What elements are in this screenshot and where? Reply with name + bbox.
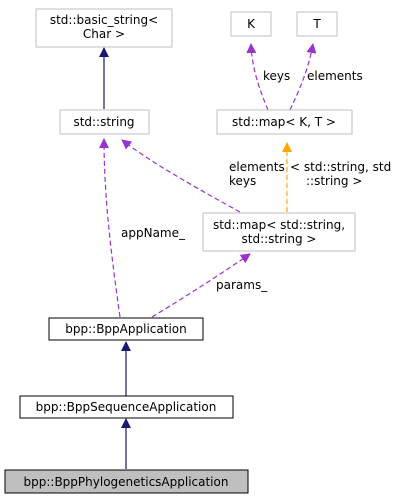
edge-label-elements-keys-2: keys [229,174,256,188]
edge-label-params: params_ [216,278,268,292]
node-bpp-sequence-application-label: bpp::BppSequenceApplication [36,400,217,414]
node-bpp-phylogenetics-application[interactable]: bpp::BppPhylogeneticsApplication [4,469,249,494]
edge-map-ss-uses-string [121,139,241,213]
node-map-string-string[interactable]: std::map< std::string, std::string > [202,212,356,252]
node-map-string-string-line2: std::string > [242,232,317,246]
node-basic-string-line2: Char > [83,27,125,41]
node-basic-string-line1: std::basic_string< [50,13,158,27]
node-bpp-phylogenetics-application-label: bpp::BppPhylogeneticsApplication [24,475,229,489]
node-map-string-string-line1: std::map< std::string, [213,218,345,232]
node-k[interactable]: K [230,11,272,37]
node-std-string[interactable]: std::string [59,109,150,135]
node-bpp-application[interactable]: bpp::BppApplication [48,317,204,341]
edge-bpp-app-uses-map-ss [151,253,251,318]
node-map-kt[interactable]: std::map< K, T > [216,109,353,135]
node-map-kt-label: std::map< K, T > [232,115,336,129]
edge-label-elements: elements [307,69,363,83]
node-std-string-label: std::string [73,115,134,129]
node-t[interactable]: T [296,11,338,37]
edge-label-keys: keys [263,69,290,83]
edge-label-app-name: appName_ [121,226,186,240]
edge-label-template-args-1: < std::string, std [290,160,391,174]
edge-bpp-app-uses-string [99,138,121,318]
edge-label-template-args-2: ::string > [306,174,362,188]
node-bpp-sequence-application[interactable]: bpp::BppSequenceApplication [19,395,234,419]
edge-label-elements-keys-1: elements [229,160,285,174]
node-bpp-application-label: bpp::BppApplication [65,322,186,336]
node-k-label: K [247,17,256,31]
node-basic-string[interactable]: std::basic_string< Char > [35,8,173,48]
node-t-label: T [312,17,321,31]
